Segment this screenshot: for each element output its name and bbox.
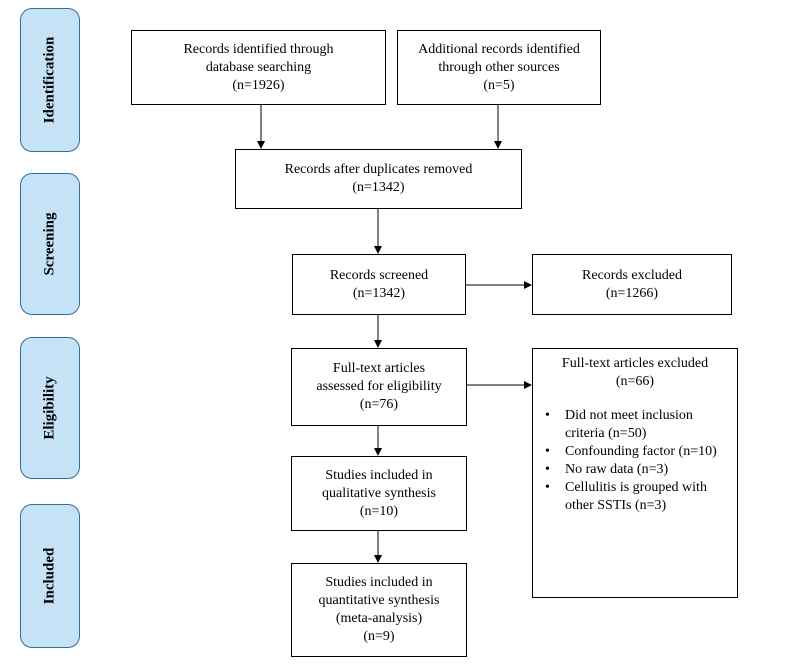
box-records-screened: Records screened (n=1342) bbox=[292, 254, 466, 315]
box-line: (n=9) bbox=[363, 629, 395, 644]
box-other-sources: Additional records identified through ot… bbox=[397, 30, 601, 105]
box-line: qualitative synthesis bbox=[322, 485, 436, 501]
box-line: Studies included in bbox=[325, 575, 433, 590]
box-qualitative-synthesis: Studies included in qualitative synthesi… bbox=[291, 456, 467, 531]
exclusion-reason: Confounding factor (n=10) bbox=[539, 443, 731, 461]
phase-eligibility: Eligibility bbox=[20, 337, 80, 479]
box-line: (n=76) bbox=[359, 397, 399, 412]
reason-line: No raw data (n=3) bbox=[565, 462, 669, 477]
box-line: (n=1926) bbox=[232, 77, 285, 93]
box-line: assessed for eligibility bbox=[316, 379, 442, 394]
box-records-excluded: Records excluded (n=1266) bbox=[532, 254, 732, 315]
box-line: Full-text articles excluded bbox=[561, 356, 709, 371]
box-fulltext-excluded: Full-text articles excluded (n=66) Did n… bbox=[532, 348, 738, 598]
phase-identification: Identification bbox=[20, 8, 80, 152]
box-line: database searching bbox=[205, 59, 312, 75]
box-line: Full-text articles bbox=[332, 361, 426, 376]
box-line: Records after duplicates removed bbox=[284, 162, 473, 177]
box-line: (n=5) bbox=[483, 77, 515, 93]
box-line: Records screened bbox=[329, 267, 429, 283]
box-after-duplicates: Records after duplicates removed (n=1342… bbox=[235, 149, 522, 209]
box-line: (meta-analysis) bbox=[335, 611, 423, 626]
box-line: Records excluded bbox=[582, 267, 682, 283]
exclusion-reason: Did not meet inclusion criteria (n=50) bbox=[539, 407, 731, 443]
box-line: Records identified through bbox=[183, 41, 334, 57]
box-line: (n=1342) bbox=[352, 180, 405, 195]
phase-screening: Screening bbox=[20, 173, 80, 315]
exclusion-reasons-list: Did not meet inclusion criteria (n=50) C… bbox=[539, 407, 731, 515]
box-line: Additional records identified bbox=[418, 41, 580, 57]
reason-line: criteria (n=50) bbox=[565, 426, 647, 441]
box-quantitative-synthesis: Studies included in quantitative synthes… bbox=[291, 563, 467, 657]
box-line: (n=10) bbox=[359, 503, 399, 519]
box-line: quantitative synthesis bbox=[318, 593, 440, 608]
box-database-search: Records identified through database sear… bbox=[131, 30, 386, 105]
box-line: (n=66) bbox=[615, 374, 655, 389]
reason-line: Did not meet inclusion bbox=[565, 408, 693, 423]
phase-included: Included bbox=[20, 504, 80, 648]
box-line: (n=1266) bbox=[605, 285, 659, 301]
box-line: through other sources bbox=[438, 59, 560, 75]
reason-line: Confounding factor (n=10) bbox=[565, 444, 717, 459]
box-line: Studies included in bbox=[325, 467, 433, 483]
reason-line: other SSTIs (n=3) bbox=[565, 498, 667, 513]
exclusion-reason: No raw data (n=3) bbox=[539, 461, 731, 479]
exclusion-reason: Cellulitis is grouped with other SSTIs (… bbox=[539, 479, 731, 515]
reason-line: Cellulitis is grouped with bbox=[565, 480, 707, 495]
box-fulltext-assessed: Full-text articles assessed for eligibil… bbox=[291, 348, 467, 426]
box-line: (n=1342) bbox=[352, 285, 406, 301]
